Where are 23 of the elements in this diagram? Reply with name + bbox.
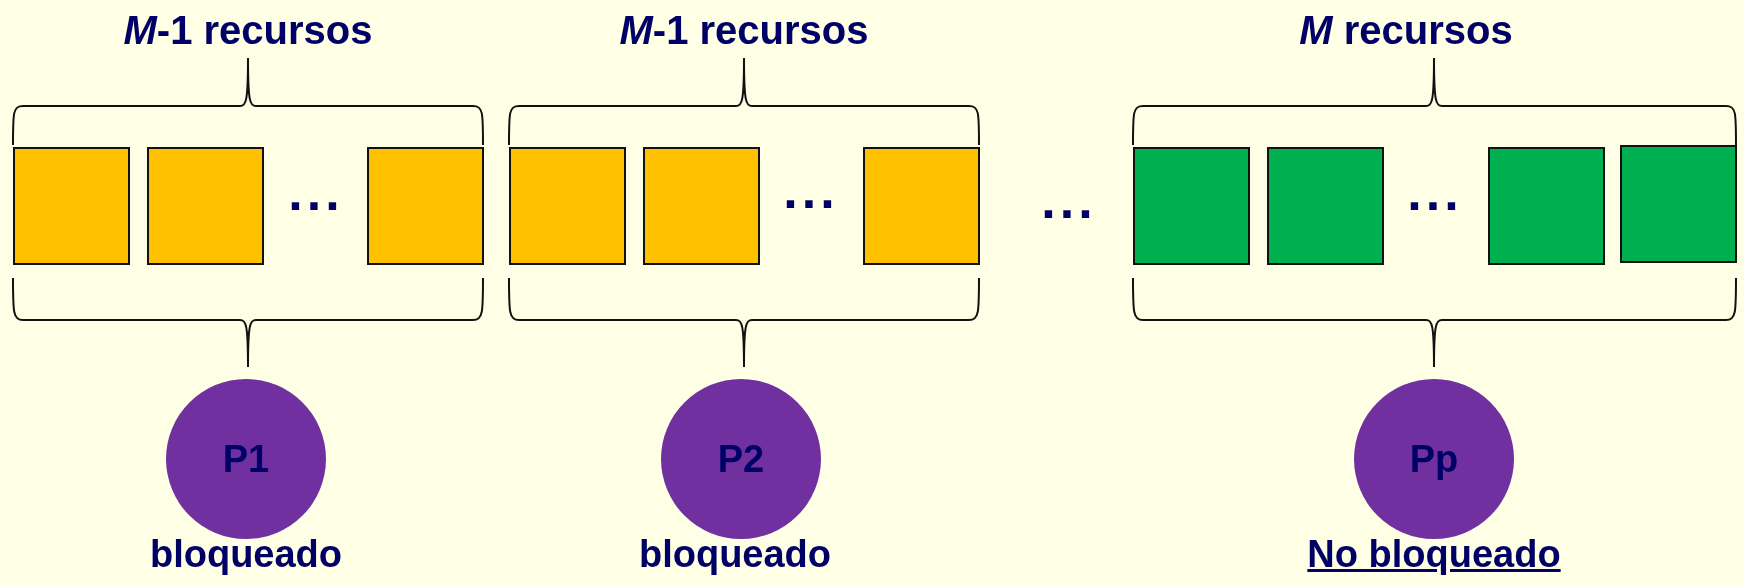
process-status: bloqueado [638,533,832,576]
resource-square [367,147,484,265]
ellipsis: ... [783,160,839,220]
ellipsis: ... [1407,162,1463,222]
group-label: M-1 recursos [619,8,869,53]
resource-square [1133,147,1250,265]
resource-square [13,147,130,265]
process-label: Pp [1409,437,1459,481]
group-label: M recursos [1299,8,1513,53]
resource-square [863,147,980,265]
process-label: P2 [717,437,765,481]
resource-square [1267,147,1384,265]
process-status: No bloqueado [1307,533,1561,576]
resource-square [1620,145,1737,263]
ellipsis: ... [1041,170,1097,230]
process-label: P1 [222,437,270,481]
process-status: bloqueado [149,533,343,576]
resource-square [147,147,264,265]
resource-square [509,147,626,265]
ellipsis: ... [288,162,344,222]
resource-square [643,147,760,265]
resource-square [1488,147,1605,265]
group-label: M-1 recursos [123,8,373,53]
